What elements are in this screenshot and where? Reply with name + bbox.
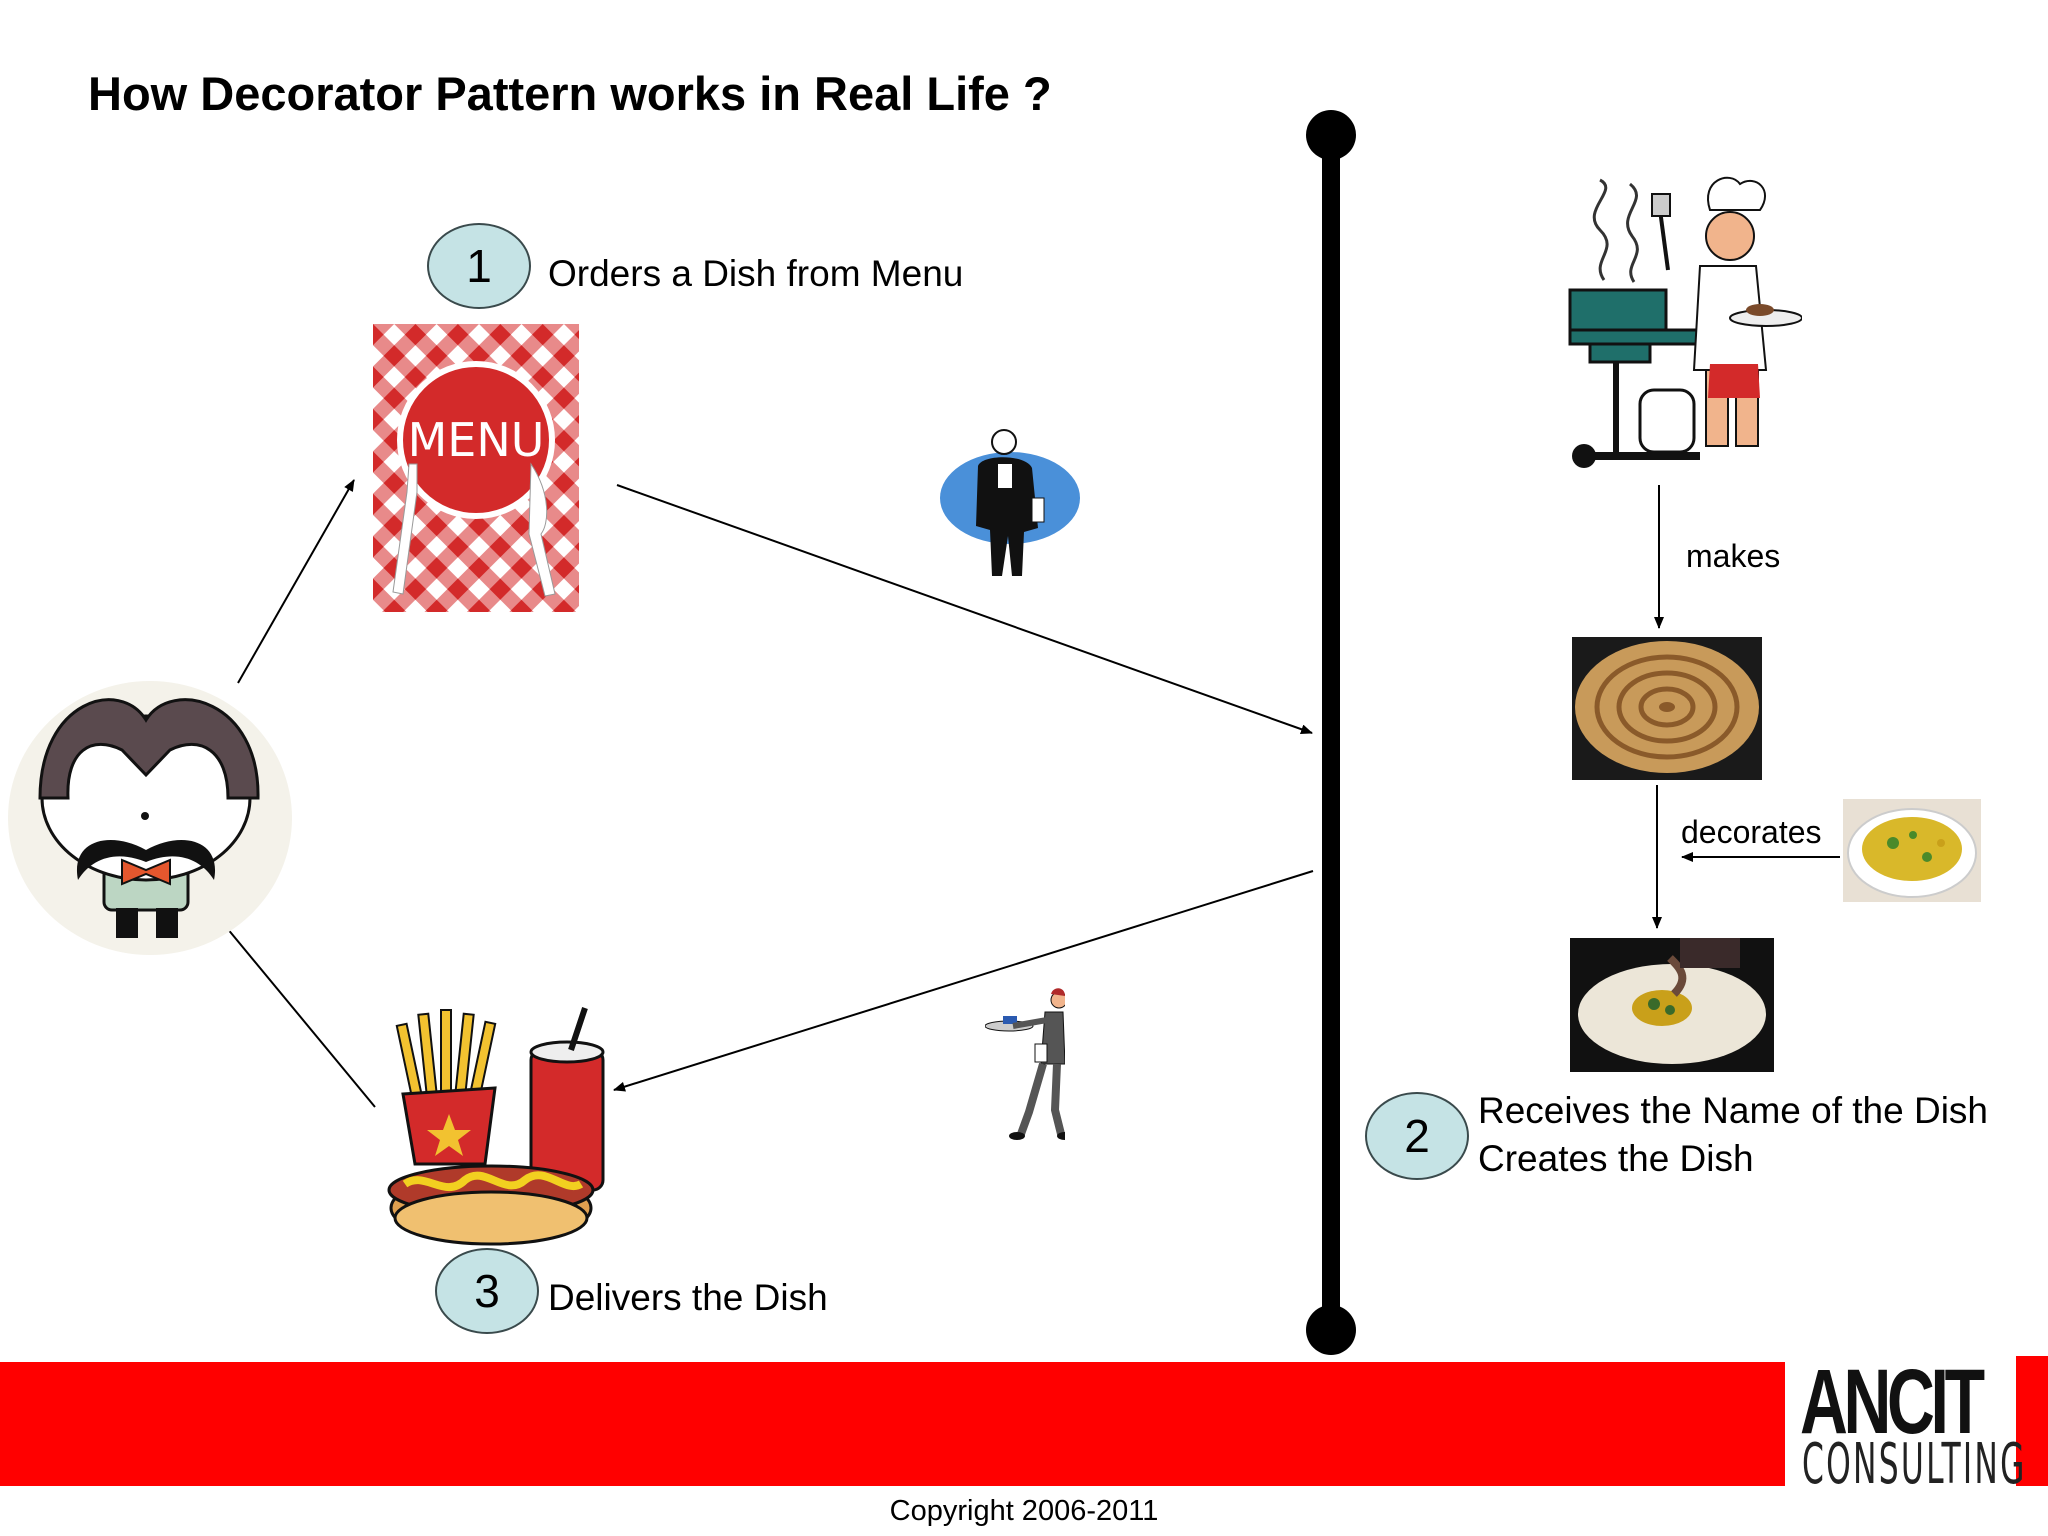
footer-accent-bar	[2016, 1356, 2048, 1486]
decorates-label: decorates	[1681, 814, 1822, 850]
copyright-text: Copyright 2006-2011	[889, 1495, 1159, 1527]
arrow-food-to-customer	[221, 921, 376, 1108]
consulting-logo-text: CONSULTING	[1802, 1432, 2027, 1497]
chef-grill-icon	[1568, 176, 1802, 468]
step-2-label-line2: Creates the Dish	[1478, 1138, 1754, 1179]
page-title: How Decorator Pattern works in Real Life…	[88, 67, 1052, 120]
makes-label: makes	[1686, 538, 1781, 574]
customer-icon	[8, 681, 292, 955]
potato-filling-image	[1843, 799, 1981, 902]
divider-top-dot	[1306, 110, 1356, 160]
arrow-menu-to-kitchen	[616, 484, 1313, 735]
step-3-badge: 3	[435, 1248, 539, 1334]
divider-bottom-dot	[1306, 1305, 1356, 1355]
step-2-label-line1: Receives the Name of the Dish	[1478, 1090, 1989, 1131]
menu-card-icon: MENU	[373, 324, 579, 612]
step-1-label: Orders a Dish from Menu	[548, 253, 964, 294]
step-3-label: Delivers the Dish	[548, 1277, 828, 1318]
ancit-logo-text: ANCIT	[1800, 1351, 1985, 1453]
decorated-dish-image	[1570, 938, 1774, 1072]
step-3-number: 3	[474, 1265, 500, 1317]
dosa-image	[1572, 637, 1762, 780]
step-2-number: 2	[1404, 1110, 1430, 1162]
arrow-customer-to-menu	[237, 479, 355, 684]
waiter-carrying-tray-icon	[985, 988, 1065, 1140]
step-1-number: 1	[466, 240, 492, 292]
fast-food-icon	[387, 1007, 605, 1246]
arrow-kitchen-to-food	[613, 870, 1314, 1092]
menu-card-text: MENU	[408, 413, 545, 467]
step-1-badge: 1	[427, 223, 531, 309]
waiter-icon	[940, 429, 1080, 576]
footer-band	[0, 1362, 1785, 1486]
step-2-badge: 2	[1365, 1092, 1469, 1180]
